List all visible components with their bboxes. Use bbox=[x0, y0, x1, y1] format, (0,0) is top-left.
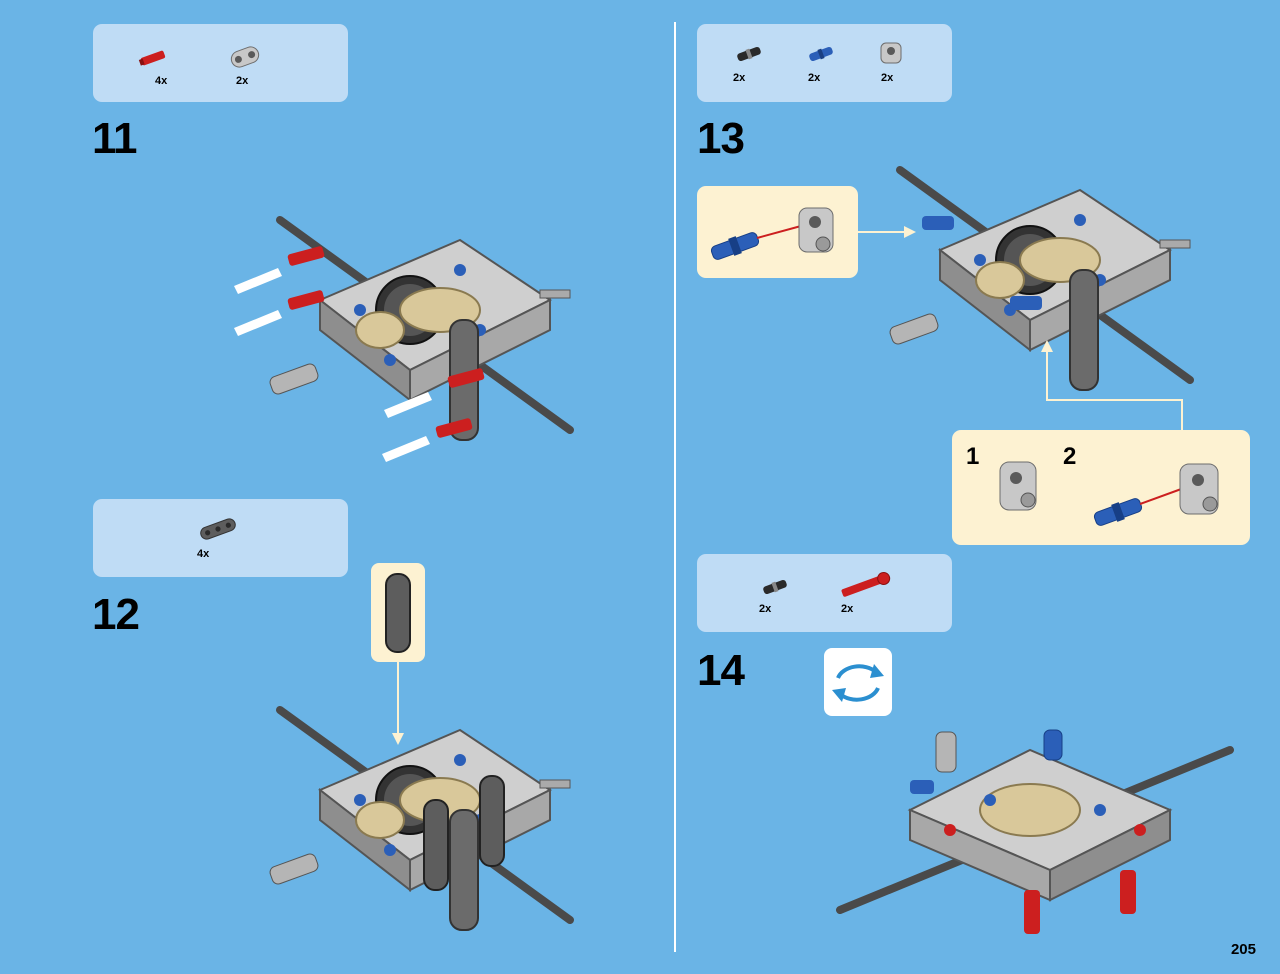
assembly-step-14 bbox=[836, 729, 1234, 934]
red-axle-icon bbox=[841, 571, 891, 597]
parts-icons-step-14 bbox=[763, 571, 891, 597]
insert-arrow-step-12 bbox=[371, 563, 425, 745]
substep-number: 2 bbox=[1063, 443, 1077, 470]
parts-box-step-11: 4x 2x bbox=[93, 24, 348, 102]
assembly-step-12 bbox=[268, 710, 570, 930]
callout-illustration bbox=[710, 207, 834, 260]
part-quantity: 2x bbox=[881, 72, 894, 84]
part-quantity: 4x bbox=[197, 548, 210, 560]
step-number: 14 bbox=[697, 646, 745, 695]
part-quantity: 2x bbox=[759, 603, 772, 615]
callout-arrows-step-13 bbox=[858, 226, 1183, 430]
gray-connector-icon bbox=[230, 46, 260, 68]
gray-connector-icon bbox=[999, 461, 1037, 511]
parts-icons-step-12 bbox=[200, 518, 236, 540]
assembly-step-11 bbox=[234, 220, 570, 462]
step-number: 13 bbox=[697, 114, 745, 163]
part-quantity: 2x bbox=[841, 603, 854, 615]
page-number: 205 bbox=[1230, 941, 1256, 958]
part-quantity: 2x bbox=[236, 75, 249, 87]
step-number: 11 bbox=[92, 114, 138, 163]
black-pin-icon bbox=[763, 579, 787, 595]
page-divider bbox=[674, 22, 676, 952]
parts-icons-step-11 bbox=[138, 46, 260, 68]
insert-arrow-line bbox=[1139, 487, 1185, 505]
parts-icons-step-13 bbox=[737, 42, 902, 64]
blue-pin-icon bbox=[809, 46, 833, 62]
gray-connector-icon bbox=[798, 207, 834, 253]
substep-number: 1 bbox=[966, 443, 980, 470]
rotate-model-box bbox=[824, 648, 892, 716]
parts-box-step-12: 4x bbox=[93, 499, 348, 577]
rotate-arrows-icon bbox=[832, 664, 884, 702]
blue-pin-icon bbox=[710, 232, 760, 260]
part-quantity: 2x bbox=[808, 72, 821, 84]
subassembly-illustration bbox=[999, 461, 1219, 526]
black-pin-icon bbox=[737, 46, 761, 62]
part-quantity: 2x bbox=[733, 72, 746, 84]
parts-box-step-14: 2x 2x bbox=[697, 554, 952, 632]
parts-box-step-13: 2x 2x 2x bbox=[697, 24, 952, 102]
step-number: 12 bbox=[92, 590, 140, 639]
callout-subassembly: 1 2 bbox=[952, 430, 1250, 545]
part-quantity: 4x bbox=[155, 75, 168, 87]
gray-connector-icon bbox=[880, 42, 902, 64]
gray-connector-icon bbox=[1179, 463, 1219, 515]
insert-arrow-line bbox=[756, 225, 802, 239]
assembly-step-13 bbox=[888, 170, 1190, 390]
callout-pin-insert bbox=[697, 186, 858, 278]
red-axle-pin-icon bbox=[138, 50, 166, 66]
dark-beam-icon bbox=[200, 518, 236, 540]
